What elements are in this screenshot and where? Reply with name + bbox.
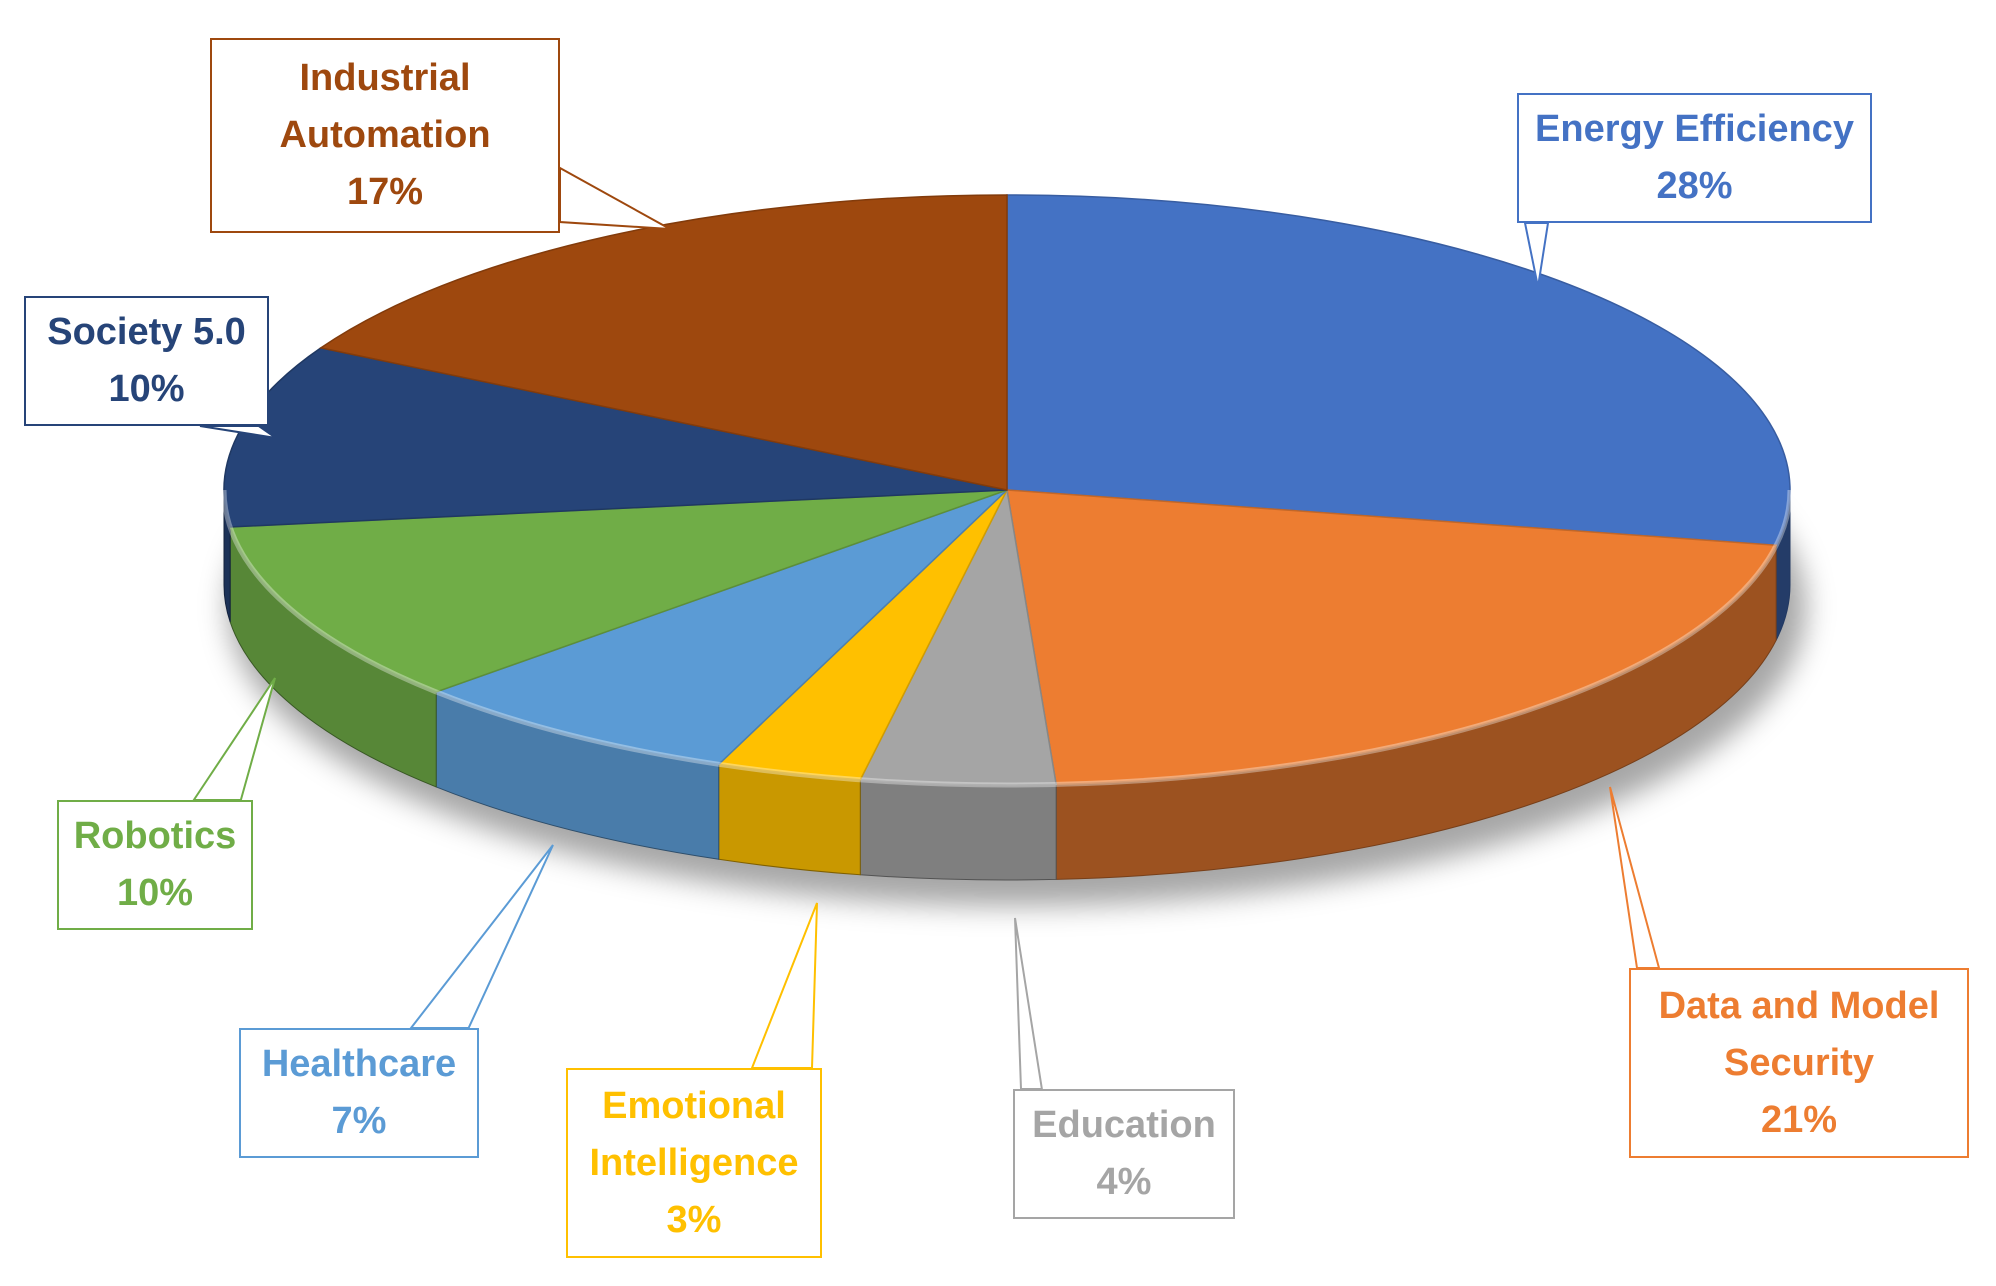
pie-slice-7 [318, 194, 1008, 491]
data-label-category: Education [1032, 1104, 1216, 1146]
callout-leader-1 [1609, 786, 1661, 969]
data-label-percent: 28% [1656, 165, 1733, 207]
callout-leader-0 [1523, 222, 1550, 288]
callout-leader-4 [408, 844, 554, 1029]
callout-leader-6 [199, 425, 277, 439]
data-label-0: Energy Efficiency 28% [1517, 93, 1872, 223]
pie-slice-5 [229, 489, 1008, 693]
data-label-category: Intelligence [589, 1141, 799, 1184]
data-label-4: Healthcare 7% [239, 1028, 479, 1158]
callout-leader-2 [1014, 917, 1044, 1090]
data-label-category: Healthcare [261, 1043, 457, 1085]
data-label-6: Society 5.0 10% [24, 296, 269, 426]
data-label-5: Robotics 10% [57, 800, 253, 930]
pie-slice-1 [1006, 489, 1778, 786]
data-label-category: Data and Model [1658, 984, 1940, 1027]
data-label-category: Security [1724, 1041, 1874, 1084]
data-label-category: Energy Efficiency [1535, 108, 1854, 150]
data-label-percent: 10% [108, 368, 185, 410]
data-label-category: Industrial [299, 57, 471, 99]
data-label-2: Education 4% [1013, 1089, 1235, 1219]
pie-side-3 [718, 763, 861, 876]
callout-leader-5 [191, 677, 276, 801]
data-label-percent: 10% [116, 872, 194, 914]
pie-rim-highlight [221, 489, 1793, 788]
data-label-category: Robotics [73, 815, 237, 857]
pie-slice-4 [434, 489, 1008, 766]
data-label-percent: 21% [1760, 1098, 1838, 1141]
data-label-category: Automation [279, 114, 491, 156]
data-label-percent: 4% [1096, 1161, 1152, 1203]
callout-leader-3 [750, 902, 818, 1069]
data-label-percent: 7% [331, 1100, 387, 1142]
pie-slice-0 [1006, 194, 1791, 547]
pie-slice-6 [223, 347, 1008, 528]
pie-slice-2 [859, 487, 1058, 786]
data-label-category: Emotional [602, 1084, 786, 1127]
data-label-percent: 3% [666, 1198, 722, 1241]
callout-leader-7 [559, 166, 671, 230]
pie-side-2 [859, 779, 1057, 881]
data-label-percent: 17% [346, 171, 424, 213]
data-label-category: Society 5.0 [47, 311, 246, 353]
